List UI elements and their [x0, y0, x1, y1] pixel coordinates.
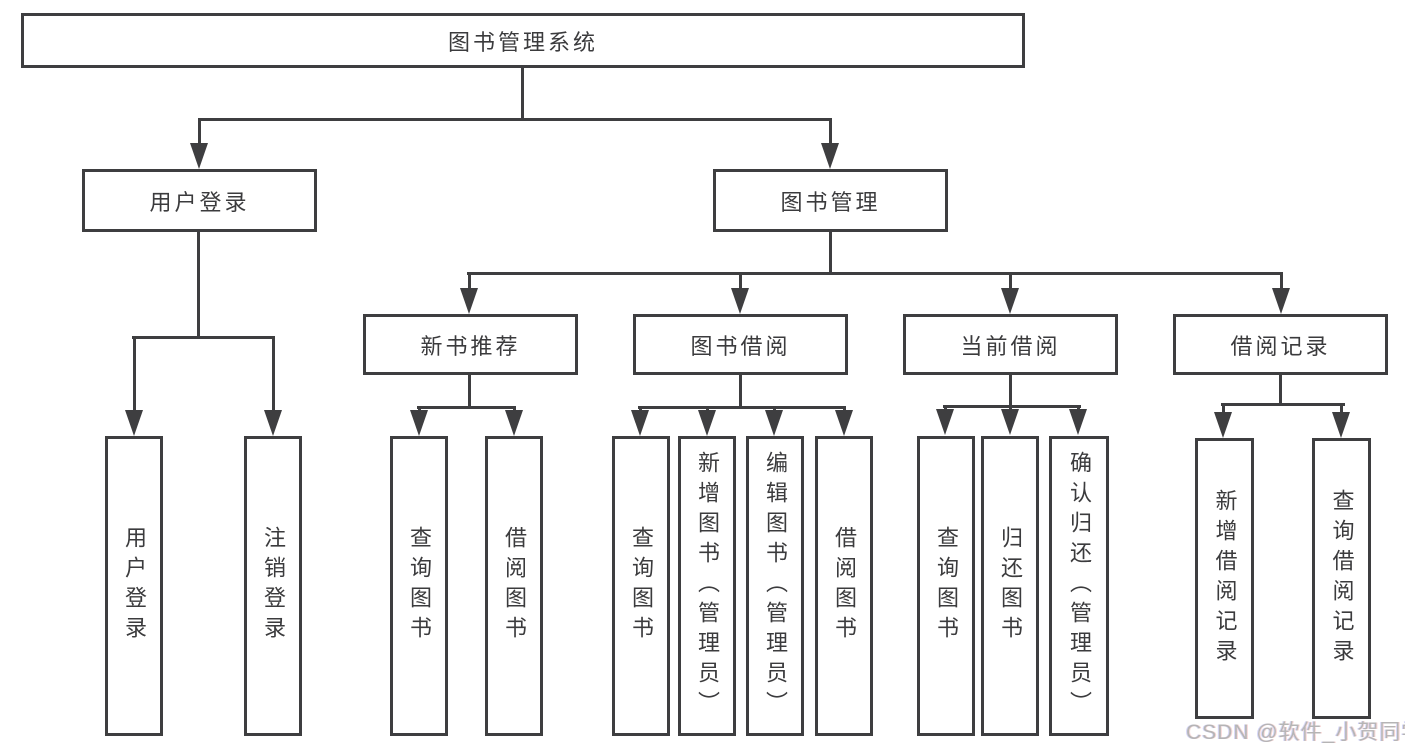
leaf-br-query-borrow-record: 查询借阅记录	[1312, 438, 1371, 719]
arrowhead-down-icon	[505, 410, 523, 436]
arrowhead-down-icon	[631, 410, 649, 436]
leaf-br-add-borrow-record-label: 新增借阅记录	[1212, 488, 1238, 669]
leaf-nbr-borrow-books-label: 借阅图书	[502, 526, 527, 646]
connector-line	[1221, 403, 1345, 406]
connector-line	[829, 232, 832, 274]
connector-line	[198, 118, 832, 121]
arrowhead-down-icon	[1069, 409, 1087, 435]
arrowhead-down-icon	[410, 410, 428, 436]
connector-line	[132, 336, 275, 339]
arrowhead-down-icon	[1214, 412, 1232, 438]
connector-line	[638, 406, 846, 409]
connector-line	[468, 375, 471, 409]
leaf-logout-label: 注销登录	[261, 526, 286, 646]
connector-line	[1009, 272, 1012, 294]
node-book-management: 图书管理	[713, 169, 948, 232]
node-book-borrow-label: 图书借阅	[690, 333, 791, 359]
node-current-borrow-label: 当前借阅	[960, 333, 1061, 359]
node-book-management-label: 图书管理	[780, 189, 881, 215]
leaf-nbr-borrow-books: 借阅图书	[485, 436, 543, 736]
node-root-label: 图书管理系统	[447, 29, 598, 55]
node-root: 图书管理系统	[21, 13, 1025, 68]
leaf-cb-confirm-return-admin: 确认归还（管理员）	[1049, 436, 1109, 736]
leaf-cb-query-books: 查询图书	[917, 436, 975, 736]
leaf-cb-confirm-return-admin-label: 确认归还（管理员）	[1067, 451, 1092, 721]
connector-line	[198, 118, 201, 148]
connector-line	[1280, 272, 1283, 294]
node-new-book-recommend: 新书推荐	[363, 314, 578, 375]
leaf-nbr-query-books: 查询图书	[390, 436, 448, 736]
connector-line	[1009, 375, 1012, 408]
leaf-bb-borrow-books-label: 借阅图书	[832, 526, 857, 646]
connector-line	[1279, 375, 1282, 406]
arrowhead-down-icon	[835, 410, 853, 436]
csdn-watermark: CSDN @软件_小贺同学	[1186, 721, 1405, 744]
arrowhead-down-icon	[1332, 412, 1350, 438]
node-user-login: 用户登录	[82, 169, 317, 232]
leaf-bb-add-books-admin-label: 新增图书（管理员）	[695, 451, 720, 721]
connector-line	[1222, 403, 1225, 414]
leaf-bb-query-books-label: 查询图书	[629, 526, 654, 646]
arrowhead-down-icon	[190, 143, 208, 169]
connector-line	[468, 272, 471, 294]
connector-line	[133, 336, 136, 414]
leaf-cb-query-books-label: 查询图书	[934, 526, 959, 646]
connector-line	[943, 405, 1081, 408]
arrowhead-down-icon	[936, 409, 954, 435]
leaf-user-login: 用户登录	[105, 436, 163, 736]
leaf-bb-borrow-books: 借阅图书	[815, 436, 873, 736]
leaf-cb-return-books-label: 归还图书	[998, 526, 1023, 646]
node-borrow-records: 借阅记录	[1173, 314, 1388, 375]
node-current-borrow: 当前借阅	[903, 314, 1118, 375]
connector-line	[829, 118, 832, 148]
arrowhead-down-icon	[460, 288, 478, 314]
arrowhead-down-icon	[264, 410, 282, 436]
arrowhead-down-icon	[1272, 288, 1290, 314]
arrowhead-down-icon	[125, 410, 143, 436]
connector-line	[521, 68, 524, 120]
arrowhead-down-icon	[1001, 288, 1019, 314]
connector-line	[739, 272, 742, 294]
arrowhead-down-icon	[821, 143, 839, 169]
leaf-user-login-label: 用户登录	[122, 526, 147, 646]
arrowhead-down-icon	[765, 410, 783, 436]
connector-line	[1340, 403, 1343, 414]
arrowhead-down-icon	[731, 288, 749, 314]
leaf-bb-add-books-admin: 新增图书（管理员）	[678, 436, 736, 736]
leaf-logout: 注销登录	[244, 436, 302, 736]
leaf-cb-return-books: 归还图书	[981, 436, 1039, 736]
connector-line	[417, 406, 516, 409]
leaf-br-query-borrow-record-label: 查询借阅记录	[1329, 488, 1355, 669]
node-book-borrow: 图书借阅	[633, 314, 848, 375]
node-borrow-records-label: 借阅记录	[1230, 333, 1331, 359]
connector-line	[272, 336, 275, 414]
arrowhead-down-icon	[698, 410, 716, 436]
leaf-br-add-borrow-record: 新增借阅记录	[1195, 438, 1254, 719]
node-new-book-recommend-label: 新书推荐	[420, 333, 521, 359]
connector-line	[197, 232, 200, 339]
connector-line	[467, 272, 1283, 275]
leaf-bb-query-books: 查询图书	[612, 436, 670, 736]
leaf-bb-edit-books-admin-label: 编辑图书（管理员）	[763, 451, 788, 721]
leaf-nbr-query-books-label: 查询图书	[407, 526, 432, 646]
arrowhead-down-icon	[1001, 409, 1019, 435]
connector-line	[739, 375, 742, 409]
leaf-bb-edit-books-admin: 编辑图书（管理员）	[746, 436, 804, 736]
node-user-login-label: 用户登录	[149, 189, 250, 215]
